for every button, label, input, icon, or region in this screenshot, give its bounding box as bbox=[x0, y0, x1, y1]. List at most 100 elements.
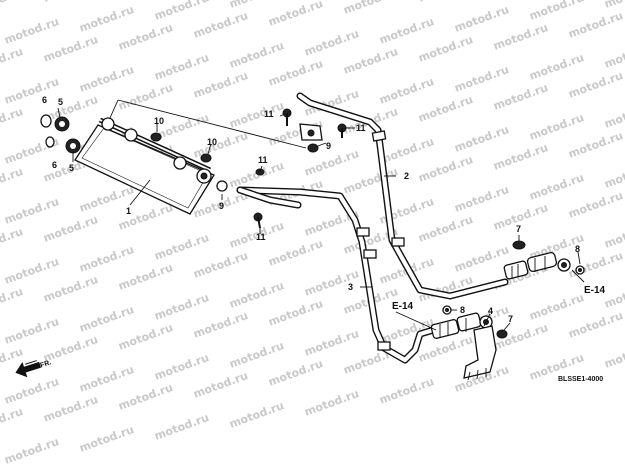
callout-8: 8 bbox=[460, 305, 465, 315]
watermark-text: motod.ru bbox=[3, 255, 61, 287]
pipe-clamp bbox=[356, 130, 405, 351]
watermark-text: motod.ru bbox=[228, 399, 286, 431]
watermark-text: motod.ru bbox=[192, 69, 250, 101]
watermark-text: motod.ru bbox=[78, 63, 136, 95]
watermark-text: motod.ru bbox=[528, 51, 586, 83]
watermark-text: motod.ru bbox=[78, 3, 136, 35]
sealing-washer bbox=[442, 265, 585, 315]
watermark-text: motod.ru bbox=[528, 111, 586, 143]
watermark-text: motod.ru bbox=[0, 45, 25, 77]
callout-4: 4 bbox=[488, 306, 493, 316]
watermark-text: motod.ru bbox=[342, 165, 400, 197]
watermark-text: motod.ru bbox=[603, 339, 625, 371]
watermark-text: motod.ru bbox=[228, 159, 286, 191]
oil-cooler bbox=[74, 117, 215, 215]
watermark-text: motod.ru bbox=[267, 357, 325, 389]
watermark-text: motod.ru bbox=[42, 0, 100, 5]
callout-10: 10 bbox=[207, 137, 217, 147]
watermark-text: motod.ru bbox=[0, 405, 25, 437]
pipe-flange bbox=[299, 123, 323, 153]
watermark-text: motod.ru bbox=[153, 411, 211, 443]
watermark-text: motod.ru bbox=[567, 309, 625, 341]
watermark-text: motod.ru bbox=[117, 261, 175, 293]
watermark-text: motod.ru bbox=[228, 39, 286, 71]
watermark-text: motod.ru bbox=[453, 243, 511, 275]
front-label: FR. bbox=[39, 359, 52, 369]
callout-11: 11 bbox=[264, 109, 274, 119]
watermark-text: motod.ru bbox=[78, 243, 136, 275]
watermark-text: motod.ru bbox=[603, 39, 625, 71]
watermark-text: motod.ru bbox=[267, 0, 325, 29]
watermark-text: motod.ru bbox=[492, 141, 550, 173]
watermark-text: motod.ru bbox=[3, 75, 61, 107]
watermark-text: motod.ru bbox=[303, 27, 361, 59]
watermark-text: motod.ru bbox=[567, 69, 625, 101]
callout-11: 11 bbox=[356, 123, 366, 133]
watermark-text: motod.ru bbox=[603, 279, 625, 311]
callout-6: 6 bbox=[42, 95, 47, 105]
callout-5: 5 bbox=[69, 163, 74, 173]
watermark-text: motod.ru bbox=[153, 351, 211, 383]
watermark-text: motod.ru bbox=[567, 129, 625, 161]
callout-6: 6 bbox=[52, 160, 57, 170]
callout-1: 1 bbox=[126, 206, 131, 216]
watermark-text: motod.ru bbox=[78, 423, 136, 455]
watermark-text: motod.ru bbox=[0, 285, 25, 317]
oil-pipe-upper bbox=[296, 92, 509, 300]
watermark-text: motod.ru bbox=[153, 51, 211, 83]
watermark-text: motod.ru bbox=[228, 0, 286, 11]
watermark-text: motod.ru bbox=[528, 171, 586, 203]
hose-joint-upper bbox=[503, 252, 571, 280]
callout-9: 9 bbox=[219, 201, 224, 211]
watermark-text: motod.ru bbox=[117, 381, 175, 413]
watermark-text: motod.ru bbox=[0, 105, 25, 137]
watermark-text: motod.ru bbox=[267, 297, 325, 329]
watermark-text: motod.ru bbox=[417, 333, 475, 365]
watermark-text: motod.ru bbox=[153, 0, 211, 23]
watermark-text: motod.ru bbox=[417, 93, 475, 125]
watermark-text: motod.ru bbox=[303, 327, 361, 359]
watermark-text: motod.ru bbox=[228, 99, 286, 131]
watermark-text: motod.ru bbox=[192, 129, 250, 161]
diagram-code: BLSSE1-4000 bbox=[558, 376, 603, 383]
watermark-text: motod.ru bbox=[378, 15, 436, 47]
seal-washer bbox=[40, 114, 55, 148]
watermark-text: motod.ru bbox=[603, 99, 625, 131]
watermark-text: motod.ru bbox=[192, 369, 250, 401]
watermark-text: motod.ru bbox=[378, 135, 436, 167]
watermark-text: motod.ru bbox=[378, 375, 436, 407]
watermark-text: motod.ru bbox=[3, 15, 61, 47]
front-arrow-icon: FR. bbox=[15, 359, 52, 378]
watermark-text: motod.ru bbox=[453, 3, 511, 35]
callout-3: 3 bbox=[348, 282, 353, 292]
watermark-text: motod.ru bbox=[42, 273, 100, 305]
watermark-text: motod.ru bbox=[3, 435, 61, 467]
callout-9: 9 bbox=[326, 141, 331, 151]
watermark-text: motod.ru bbox=[0, 165, 25, 197]
watermark-text: motod.ru bbox=[603, 159, 625, 191]
reference-e14: E-14 bbox=[584, 285, 606, 296]
watermark-text: motod.ru bbox=[342, 0, 400, 17]
watermark-text: motod.ru bbox=[192, 309, 250, 341]
watermark-text: motod.ru bbox=[378, 75, 436, 107]
watermark-text: motod.ru bbox=[42, 393, 100, 425]
callout-7: 7 bbox=[508, 314, 513, 324]
watermark-text: motod.ru bbox=[117, 321, 175, 353]
watermark-text: motod.ru bbox=[567, 9, 625, 41]
watermark-text: motod.ru bbox=[417, 153, 475, 185]
watermark-text: motod.ru bbox=[192, 249, 250, 281]
watermark-text: motod.ru bbox=[117, 21, 175, 53]
watermark-text: motod.ru bbox=[303, 387, 361, 419]
reference-e14: E-14 bbox=[392, 301, 414, 312]
watermark-text: motod.ru bbox=[267, 237, 325, 269]
watermark-text: motod.ru bbox=[3, 195, 61, 227]
watermark-text: motod.ru bbox=[342, 45, 400, 77]
callout-11: 11 bbox=[256, 232, 266, 242]
watermark-text: motod.ru bbox=[453, 183, 511, 215]
watermark-text: motod.ru bbox=[228, 339, 286, 371]
watermark-text: motod.ru bbox=[0, 0, 25, 17]
watermark-text: motod.ru bbox=[453, 123, 511, 155]
watermark-text: motod.ru bbox=[603, 0, 625, 11]
bolt bbox=[150, 108, 526, 339]
